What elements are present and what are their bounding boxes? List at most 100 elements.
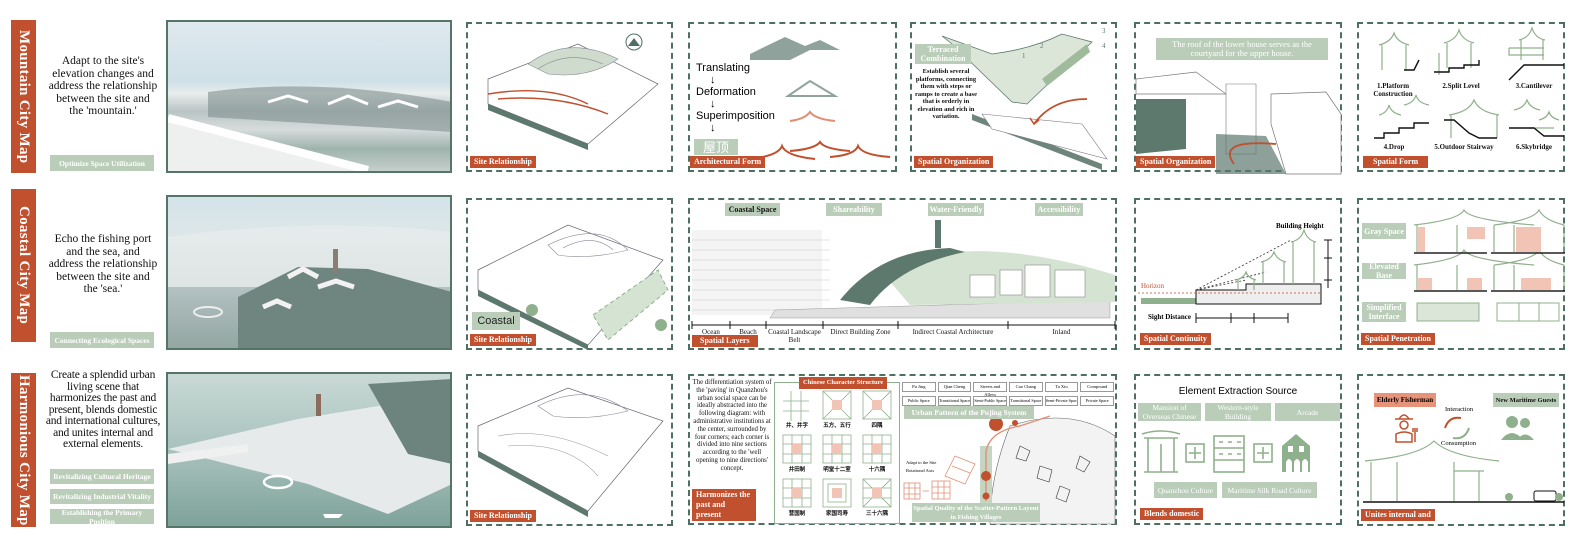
- panel-tag: Harmonizes the past and present: [692, 489, 756, 521]
- elevated-base-label: Elevated Base: [1362, 262, 1406, 280]
- bus-icon: [1533, 490, 1557, 502]
- coastal-badge: Coastal: [472, 312, 520, 330]
- roof-courtyard-sketch: [1135, 71, 1342, 175]
- type-outdoor-stairway: 5.Outdoor Stairway: [1434, 143, 1494, 151]
- character-structure-box: Chinese Character Structure 井、井字 五方、五行 四…: [774, 377, 900, 524]
- panel-tag: Site Relationship: [470, 156, 537, 168]
- panel-site-relationship: Coastal Site Relationship: [466, 198, 673, 350]
- rotational-axis-label: Rotational Axis: [906, 468, 935, 473]
- users-icon: [1501, 416, 1534, 440]
- panel-tag: Spatial Layers: [692, 335, 758, 347]
- plus-icon: [1253, 443, 1273, 463]
- panel-tag: Spatial Penetration: [1361, 333, 1435, 345]
- panel-tag: Blends domestic: [1140, 508, 1204, 520]
- fisherman-icon: [1395, 414, 1418, 443]
- rendering-sketch: [168, 379, 450, 518]
- source-western-building: Western-style Building: [1205, 403, 1271, 421]
- panel-spatial-organization: 1 2 3 4 Terraced Combination Establish s…: [910, 22, 1117, 172]
- coastal-city-rendering: [166, 195, 452, 350]
- grid-label: 井田制: [788, 467, 806, 473]
- zone-beach: Beach: [739, 328, 757, 336]
- down-arrow-icon: ↓: [710, 122, 716, 134]
- urban-pattern-title: Urban Pattern of the Pujing System: [904, 406, 1034, 419]
- hierarchy-space: Semi-Private Space: [1044, 396, 1079, 406]
- grid-label: 营国制: [788, 511, 806, 517]
- panel-spatial-layers: Coastal Space Shareability Water-Friendl…: [688, 198, 1117, 350]
- row-title-mountain: Mountain City Map: [11, 20, 36, 173]
- grid-label: 明堂十二室: [823, 467, 851, 473]
- sight-distance-label: Sight Distance: [1148, 313, 1191, 321]
- marker-4: 4: [1102, 42, 1106, 50]
- new-maritime-guests-label: New Maritime Guests: [1493, 393, 1559, 407]
- row-title-coastal: Coastal City Map: [11, 189, 36, 342]
- type-platform-construction: 1.Platform Construction: [1373, 82, 1413, 98]
- header-coastal-space: Coastal Space: [725, 203, 780, 216]
- character-grid-diagram: [782, 390, 892, 508]
- hierarchy-item: Streets and Alleys: [973, 382, 1008, 397]
- site-model-diagram: [477, 387, 664, 517]
- step-translating: Translating: [696, 62, 751, 74]
- hierarchy-item: Qian Cheng: [937, 382, 972, 392]
- step-deformation: Deformation: [696, 86, 756, 98]
- row-title-text: Coastal City Map: [16, 206, 32, 325]
- hierarchy-space: Transitional Space: [937, 396, 972, 406]
- panel-site-relationship: Site Relationship: [466, 374, 673, 526]
- hierarchy-item: Ta Xiu: [1044, 382, 1079, 392]
- row-title-text: Harmonious City Map: [16, 374, 32, 526]
- grid-label: 五方、五行: [823, 423, 851, 429]
- step-superimposition: Superimposition: [696, 110, 775, 122]
- hierarchy-item: Cuo Chang: [1009, 382, 1043, 392]
- strategy-label: Establishing the Primary Position: [50, 508, 154, 526]
- zone-direct-building: Direct Building Zone: [830, 328, 891, 336]
- roof-caption: The roof of the lower house serves as th…: [1156, 38, 1328, 60]
- grid-label: 家国司寿: [825, 511, 848, 517]
- header-water-friendly: Water-Friendly: [928, 203, 984, 216]
- panel-blends-domestic: Element Extraction Source Mansion of Ove…: [1134, 374, 1342, 525]
- penetration-sections: [1413, 208, 1565, 322]
- type-drop: 4.Drop: [1383, 143, 1405, 151]
- header-shareability: Shareability: [826, 203, 882, 216]
- panel-spatial-penetration: Gray Space Elevated Base Simplified Inte…: [1357, 198, 1565, 350]
- panel-unites-internal: Elderly Fisherman New Maritime Guests In…: [1357, 374, 1565, 526]
- unites-diagram: [1363, 414, 1564, 503]
- terraced-combination-label: Terraced Combination: [915, 44, 971, 64]
- maritime-silk-road-label: Maritime Silk Road Culture: [1222, 482, 1317, 498]
- hierarchy-item: Pu Jing: [902, 382, 936, 392]
- refresh-cycle-icon: [1444, 416, 1470, 440]
- zone-indirect-coastal: Indirect Coastal Architecture: [912, 328, 994, 336]
- panel-tag: Spatial Continuity: [1140, 333, 1211, 345]
- header-accessibility: Accessibility: [1035, 203, 1083, 216]
- panel-tag: Spatial Organization: [1136, 156, 1216, 168]
- source-mansion: Mansion of Overseas Chinese: [1138, 403, 1201, 421]
- marker-2: 2: [1040, 42, 1044, 50]
- zone-coastal-landscape-belt: Coastal Landscape Belt: [768, 328, 821, 344]
- element-icons: [1141, 430, 1310, 473]
- panel-architectural-form: Translating ↓ Deformation ↓ Superimposit…: [688, 22, 897, 172]
- plus-icon: [1185, 443, 1205, 463]
- terrace-diagram: [941, 33, 1108, 170]
- form-steps: Translating ↓ Deformation ↓ Superimposit…: [696, 62, 775, 134]
- strategy-label: Connecting Ecological Spaces: [50, 332, 154, 348]
- building-height-label: Building Height: [1276, 222, 1324, 230]
- arcade-icon: [1282, 434, 1310, 472]
- grid-label: 井、井字: [785, 423, 808, 429]
- character-structure-title: Chinese Character Structure: [799, 377, 888, 389]
- panel-spatial-continuity: Building Height Horizon Sight Distance S…: [1134, 198, 1342, 350]
- site-model-diagram: [487, 33, 659, 150]
- strategy-label: Revitalizing Industrial Vitality: [50, 489, 154, 504]
- mountain-city-rendering: [166, 20, 452, 173]
- zone-ocean: Ocean: [702, 328, 720, 336]
- western-building-icon: [1213, 435, 1245, 473]
- hierarchy-space: Public Space: [902, 396, 936, 406]
- elderly-fisherman-label: Elderly Fisherman: [1374, 393, 1436, 407]
- source-arcade: Arcade: [1275, 403, 1340, 421]
- rendering-sketch: [168, 225, 450, 348]
- strategy-label: Revitalizing Cultural Heritage: [50, 469, 154, 484]
- type-skybridge: 6.Skybridge: [1516, 143, 1552, 151]
- row-description: Create a splendid urban living scene tha…: [45, 369, 161, 450]
- type-cantilever: 3.Cantilever: [1515, 82, 1553, 90]
- hierarchy-space: Semi-Public Space: [973, 396, 1008, 406]
- row-description: Echo the fishing port and the sea, and a…: [48, 233, 158, 295]
- marker-1: 1: [1022, 52, 1026, 60]
- type-split-level: 2.Split Level: [1442, 82, 1480, 90]
